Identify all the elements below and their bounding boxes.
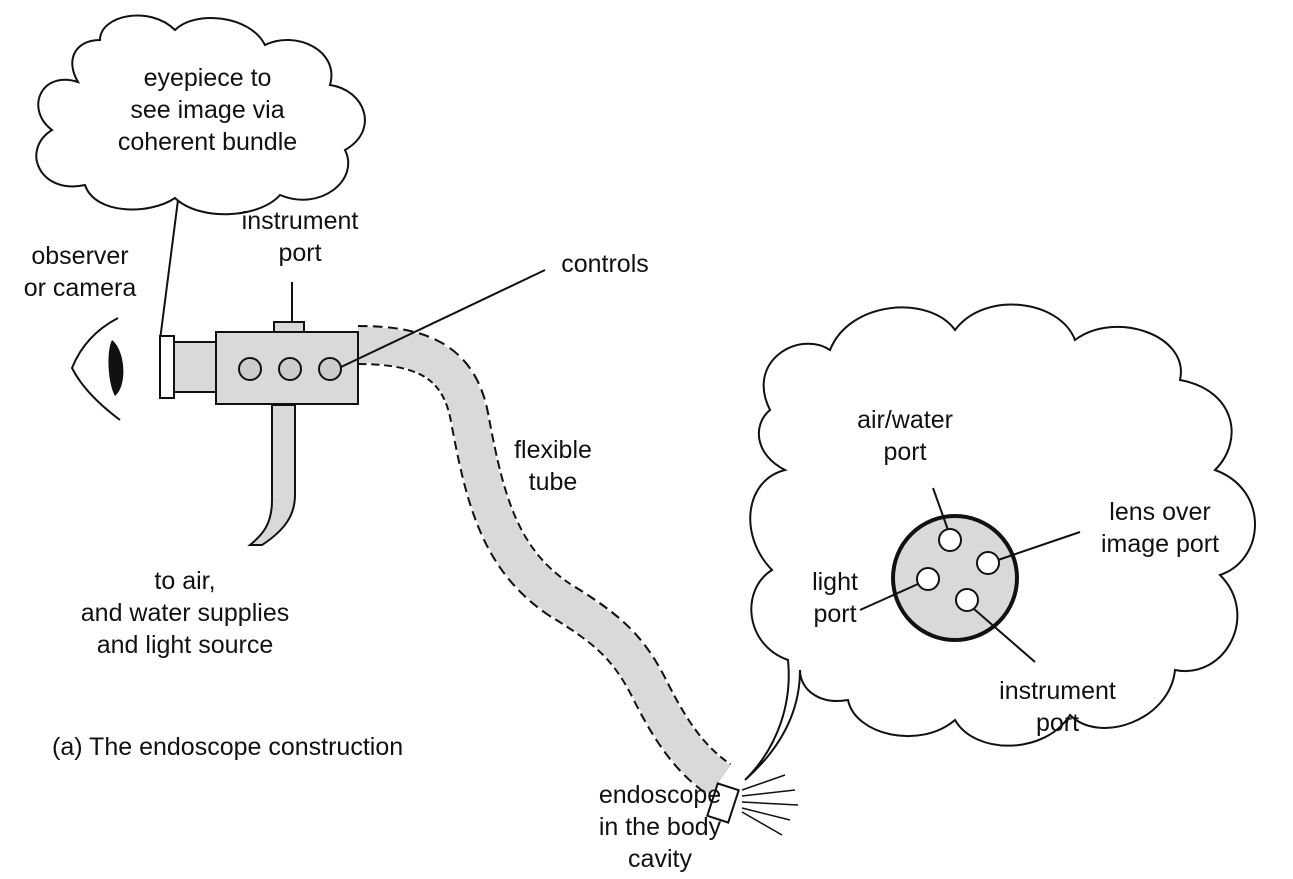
- eyepiece-callout-cloud: [35, 14, 366, 216]
- tip-ports: [916, 528, 1000, 612]
- control-knobs: [238, 357, 342, 381]
- eyepiece-label: eyepiece to see image via coherent bundl…: [117, 64, 298, 156]
- eyepiece: [159, 335, 175, 399]
- controls-label: controls: [561, 250, 649, 278]
- endoscope-tip-label: endoscope in the body cavity: [598, 781, 722, 873]
- lens-port-label: lens over image port: [1100, 498, 1220, 558]
- controls-leader: [340, 269, 546, 368]
- flexible-tube-label: flexible tube: [514, 436, 592, 496]
- light-port-label: light port: [812, 568, 858, 628]
- caption: (a) The endoscope construction: [52, 733, 404, 761]
- air-water-port-label: air/water port: [857, 406, 953, 466]
- light-rays: [741, 774, 799, 836]
- endoscope-tip: [706, 782, 740, 824]
- instrument-port-tip-label: instrument port: [999, 677, 1116, 737]
- eyepiece-leader-line: [159, 199, 179, 341]
- supplies-label: to air, and water supplies and light sou…: [80, 567, 290, 659]
- instrument-port-label: instrument port: [241, 207, 359, 267]
- observer-label: observer or camera: [23, 242, 137, 302]
- supply-cable: [247, 404, 296, 546]
- eye-icon: [70, 317, 124, 421]
- eyepiece-barrel: [173, 341, 219, 393]
- tip-port-leaders: [859, 487, 1081, 663]
- endoscope-tip-face: [891, 514, 1019, 642]
